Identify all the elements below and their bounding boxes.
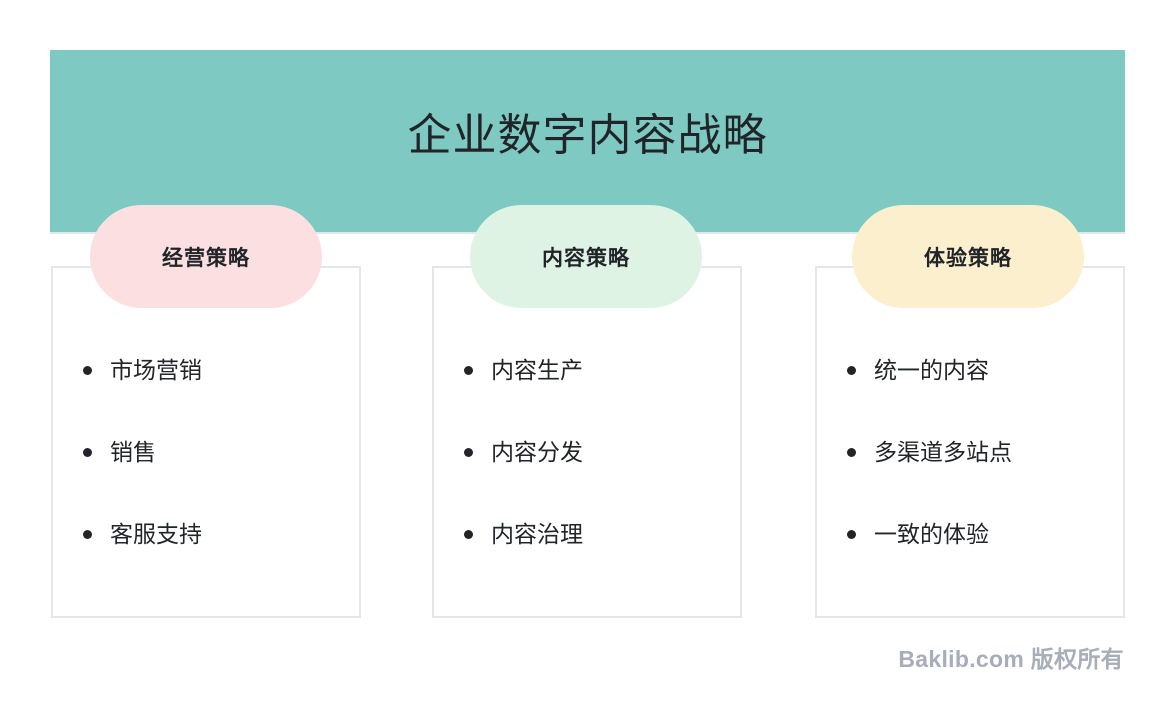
list-item[interactable]: 销售 xyxy=(83,438,343,520)
list-item-label: 一致的体验 xyxy=(874,521,989,547)
list-item[interactable]: 内容分发 xyxy=(464,438,724,520)
list-item-label: 统一的内容 xyxy=(874,357,989,383)
bullet-dot-icon xyxy=(847,366,856,375)
strategy-card-3[interactable]: 统一的内容 多渠道多站点 一致的体验 xyxy=(815,266,1125,618)
title-banner: 企业数字内容战略 xyxy=(50,50,1125,234)
copyright-watermark: Baklib.com 版权所有 xyxy=(898,646,1124,672)
list-item[interactable]: 多渠道多站点 xyxy=(847,438,1107,520)
bullet-dot-icon xyxy=(464,366,473,375)
strategy-card-1[interactable]: 市场营销 销售 客服支持 xyxy=(51,266,361,618)
list-item-label: 销售 xyxy=(110,439,156,465)
list-item-label: 多渠道多站点 xyxy=(874,439,1012,465)
pill-header-2[interactable]: 内容策略 xyxy=(470,205,702,308)
list-item-label: 内容分发 xyxy=(491,439,583,465)
pill-header-1[interactable]: 经营策略 xyxy=(90,205,322,308)
bullet-dot-icon xyxy=(847,530,856,539)
bullet-dot-icon xyxy=(83,448,92,457)
list-item-label: 客服支持 xyxy=(110,521,202,547)
list-item-label: 内容治理 xyxy=(491,521,583,547)
bullet-list-1: 市场营销 销售 客服支持 xyxy=(83,356,343,602)
list-item[interactable]: 市场营销 xyxy=(83,356,343,438)
bullet-list-2: 内容生产 内容分发 内容治理 xyxy=(464,356,724,602)
bullet-dot-icon xyxy=(83,530,92,539)
pill-header-3[interactable]: 体验策略 xyxy=(852,205,1084,308)
list-item[interactable]: 一致的体验 xyxy=(847,520,1107,602)
bullet-list-3: 统一的内容 多渠道多站点 一致的体验 xyxy=(847,356,1107,602)
list-item[interactable]: 内容生产 xyxy=(464,356,724,438)
list-item-label: 内容生产 xyxy=(491,357,583,383)
bullet-dot-icon xyxy=(464,530,473,539)
pill-header-label: 经营策略 xyxy=(162,246,250,270)
list-item[interactable]: 内容治理 xyxy=(464,520,724,602)
list-item[interactable]: 统一的内容 xyxy=(847,356,1107,438)
page-title: 企业数字内容战略 xyxy=(407,111,768,160)
bullet-dot-icon xyxy=(464,448,473,457)
bullet-dot-icon xyxy=(83,366,92,375)
strategy-card-2[interactable]: 内容生产 内容分发 内容治理 xyxy=(432,266,742,618)
list-item[interactable]: 客服支持 xyxy=(83,520,343,602)
pill-header-label: 内容策略 xyxy=(542,246,630,270)
pill-header-label: 体验策略 xyxy=(924,246,1012,270)
columns-container: 市场营销 销售 客服支持 内容生产 内 xyxy=(51,266,1125,618)
list-item-label: 市场营销 xyxy=(110,357,202,383)
bullet-dot-icon xyxy=(847,448,856,457)
